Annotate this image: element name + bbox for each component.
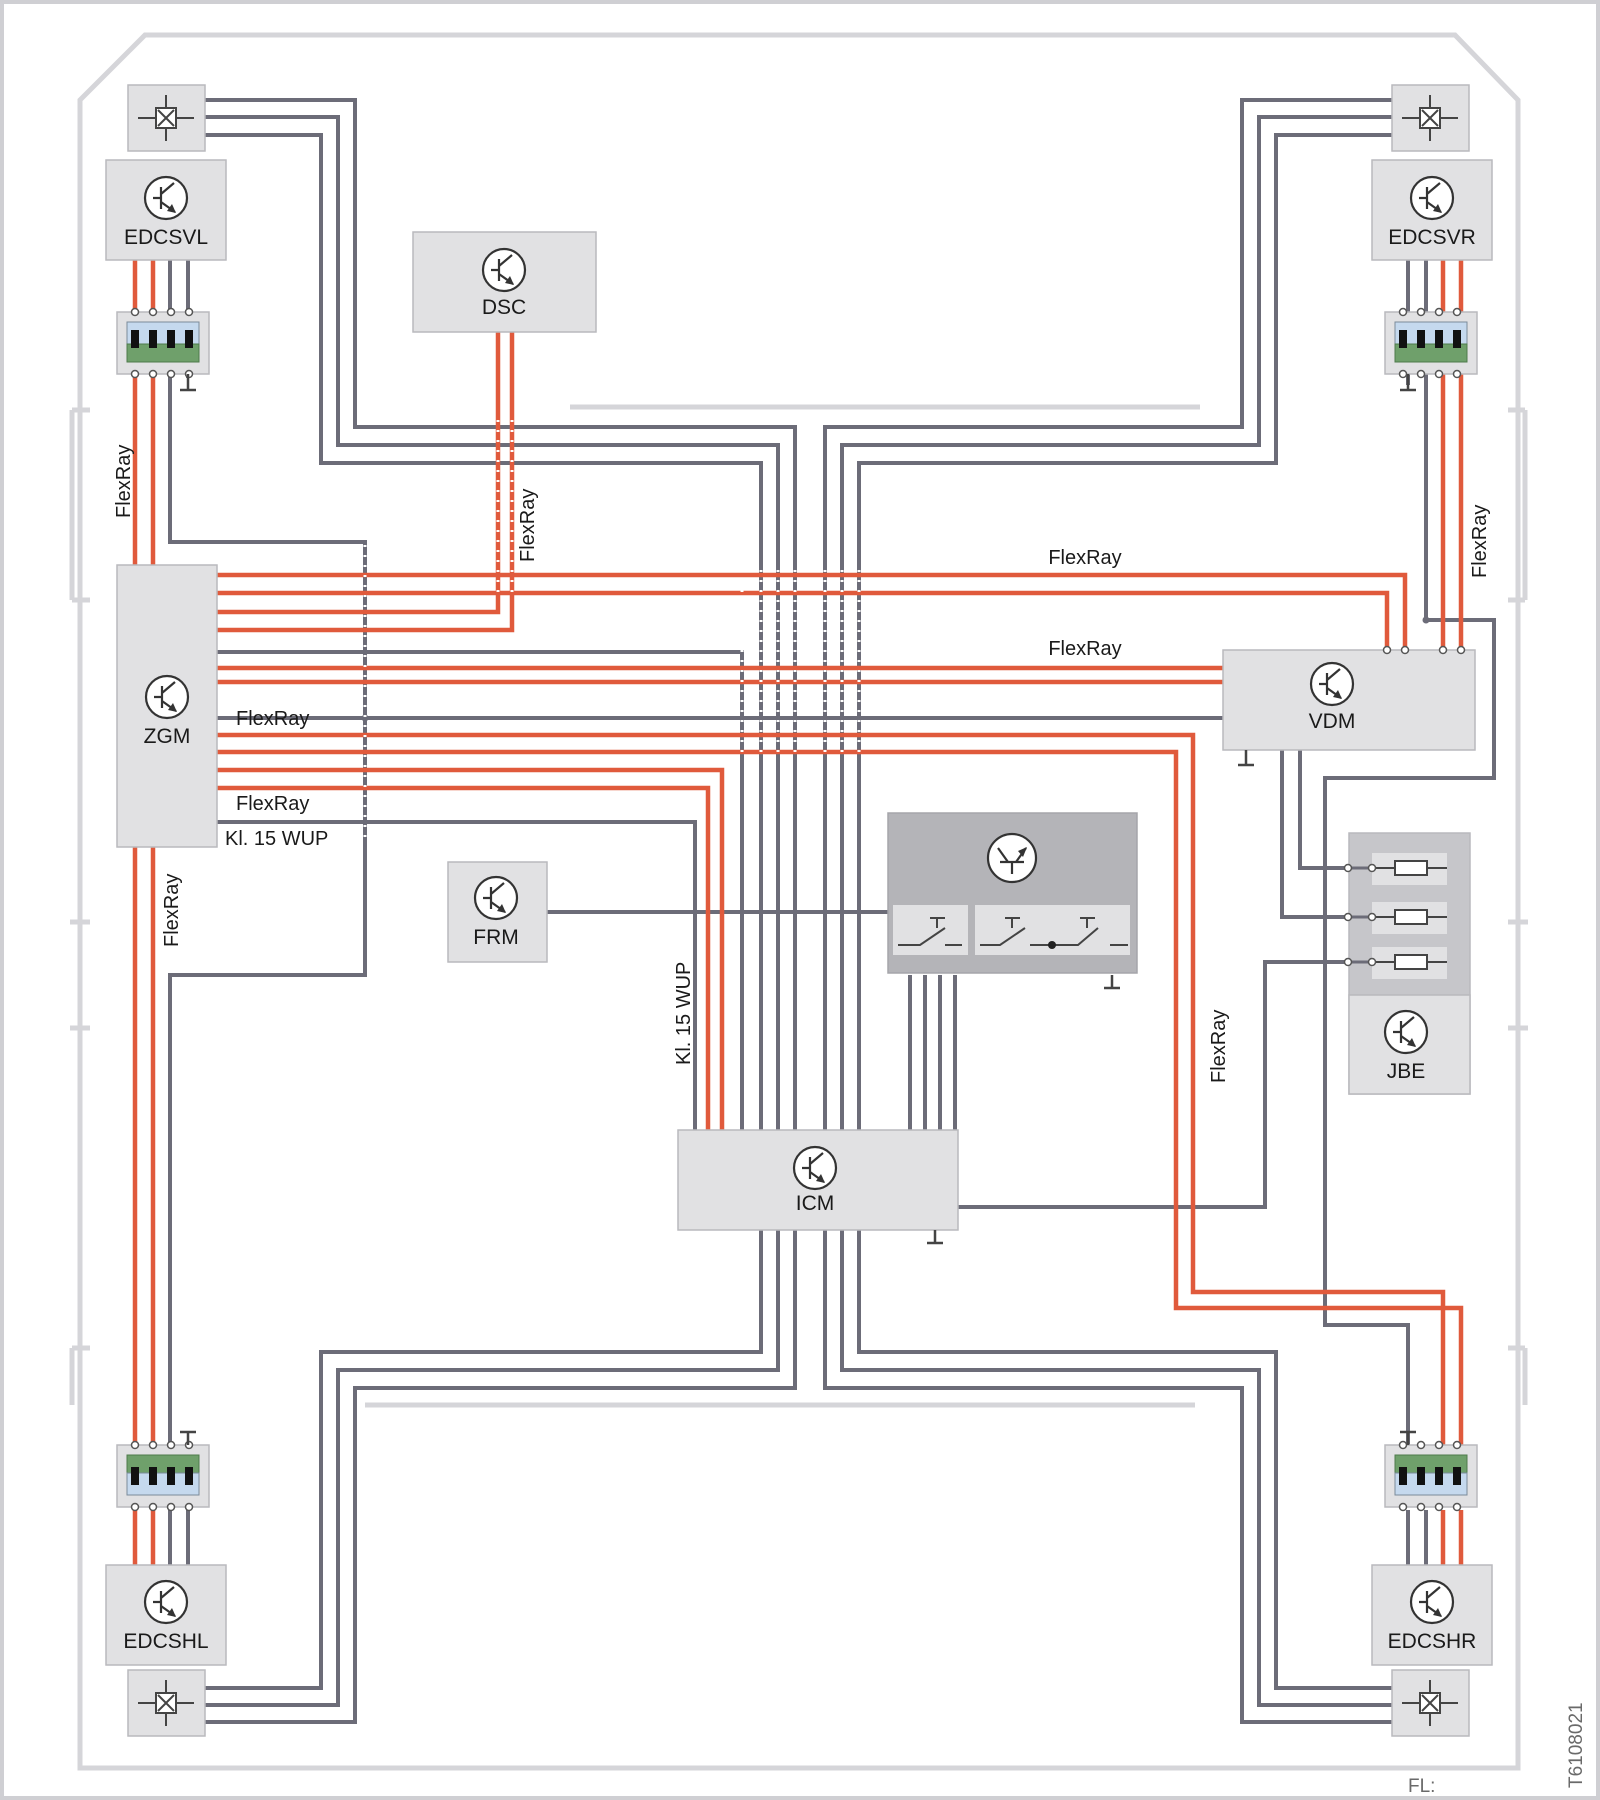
frm-transistor-icon [473,875,519,921]
valve-icon [1391,1669,1470,1737]
connector-edcsvl [116,307,210,379]
jbe-label: JBE [1387,1060,1426,1083]
flexray-label-edcsvl: FlexRay [113,445,135,518]
fuse-icon [1394,860,1428,876]
dsc-transistor-icon [481,247,527,293]
jbe-fuses [1343,853,1447,979]
fuse-icon [1394,954,1428,970]
edcshr-label: EDCSHR [1388,1630,1477,1653]
flexray-label-edcsvr: FlexRay [1469,505,1491,578]
fuse-icon [1394,909,1428,925]
crossing-gaps [363,420,861,840]
flexray-label-edcshr: FlexRay [1208,1010,1230,1083]
vdm-module[interactable] [1222,649,1476,751]
connector-edcshr [1384,1440,1478,1512]
relay-junction [1048,941,1056,949]
jbe-transistor-icon [1383,1009,1429,1055]
vdm-pins [1382,645,1466,655]
edcsvl-label: EDCSVL [124,226,208,249]
vehicle-outline [77,32,1521,1771]
flexray-label-top: FlexRay [1048,547,1121,569]
edcshl-transistor-icon [143,1579,189,1625]
vdm-label: VDM [1309,710,1356,733]
ecu-icons [143,175,1455,1625]
fl-label: FL: [1408,1776,1435,1797]
connectors [116,307,1478,1512]
valve-icon [127,84,206,152]
junction-dot [361,714,369,722]
ground-symbols [180,374,1416,1445]
flexray-label-zgm2: FlexRay [236,793,309,815]
relay-contacts [898,917,1128,946]
connector-edcshl [116,1440,210,1512]
flexray-label-zgm1: FlexRay [236,708,309,730]
zgm-transistor-icon [144,674,190,720]
vdm-transistor-icon [1309,661,1355,707]
reference-number: T6108021 [1566,1702,1587,1788]
icm-label: ICM [796,1192,835,1215]
icm-transistor-icon [792,1145,838,1191]
dsc-label: DSC [482,296,526,319]
relay-switch-a [893,905,968,955]
connector-edcsvr [1384,307,1478,379]
flexray-label-vdm: FlexRay [1048,638,1121,660]
edcsvr-transistor-icon [1409,175,1455,221]
signal-wires [168,98,1496,1724]
zgm-label: ZGM [144,725,191,748]
edcshl-label: EDCSHL [123,1630,208,1653]
frm-label: FRM [473,926,519,949]
valve-icon [1391,84,1470,152]
edcsvr-label: EDCSVR [1388,226,1476,249]
kl15wup-label-zgm: Kl. 15 WUP [225,828,328,850]
edcshr-transistor-icon [1409,1579,1455,1625]
relay-transistor-icon [986,832,1038,884]
body-brackets [69,404,1528,1408]
valve-icon [127,1669,206,1737]
junction-dot [1422,616,1430,624]
flexray-label-dsc: FlexRay [517,489,539,562]
valves [127,84,1470,1737]
edcsvl-transistor-icon [143,175,189,221]
flexray-label-edcshl: FlexRay [161,874,183,947]
kl15wup-label-icm: Kl. 15 WUP [673,962,695,1065]
